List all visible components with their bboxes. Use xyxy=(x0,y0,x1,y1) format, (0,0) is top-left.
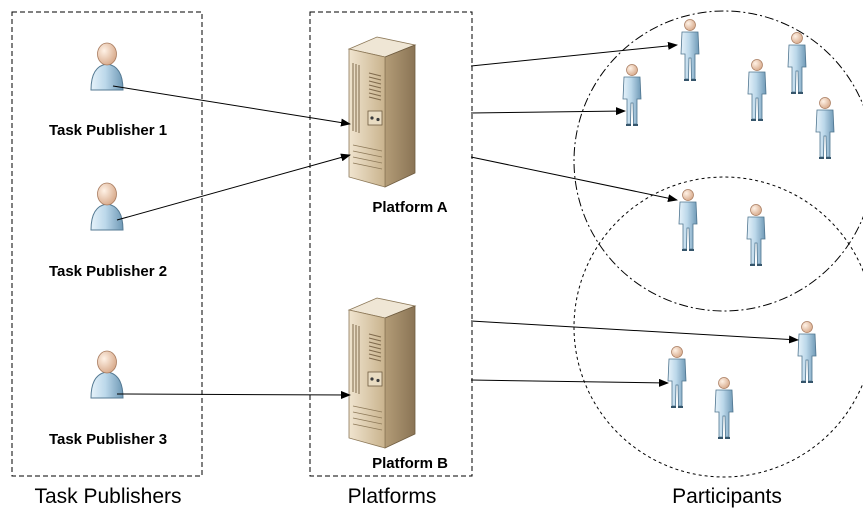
task-publisher-2-icon xyxy=(90,182,124,231)
participants-group-caption: Participants xyxy=(672,485,782,508)
arrow-platform-a-to-participant xyxy=(470,107,626,116)
platform-b-label: Platform B xyxy=(372,455,448,472)
platforms-group-caption: Platforms xyxy=(348,485,437,508)
publishers-group-box xyxy=(11,11,203,477)
publishers-group-caption: Task Publishers xyxy=(34,485,181,508)
task-publisher-2-label: Task Publisher 2 xyxy=(49,263,167,280)
participant-icon xyxy=(680,18,700,81)
platforms-group-box xyxy=(309,11,473,477)
platform-a-label: Platform A xyxy=(372,199,447,216)
task-publisher-1-icon xyxy=(90,42,124,91)
platform-a-server-icon xyxy=(348,36,416,188)
platform-b-server-icon xyxy=(348,297,416,449)
participant-icon xyxy=(622,63,642,126)
participant-icon xyxy=(667,345,687,408)
arrow-platform-a-to-participant xyxy=(470,41,678,67)
participant-icon xyxy=(787,31,807,94)
platform-a-participant-circle xyxy=(573,10,863,312)
arrow-publisher-1-to-platform-a xyxy=(112,85,351,127)
arrow-platform-b-to-participant xyxy=(470,320,799,344)
arrow-platform-a-to-participant xyxy=(470,156,678,203)
participant-icon xyxy=(746,203,766,266)
participant-icon xyxy=(714,376,734,439)
arrow-platform-b-to-participant xyxy=(470,378,669,387)
arrow-publisher-3-to-platform-b xyxy=(116,390,351,399)
task-publisher-3-label: Task Publisher 3 xyxy=(49,431,167,448)
participant-icon xyxy=(797,320,817,383)
arrow-publisher-2-to-platform-a xyxy=(116,153,351,221)
participant-icon xyxy=(815,96,835,159)
task-publisher-3-icon xyxy=(90,350,124,399)
task-publisher-1-label: Task Publisher 1 xyxy=(49,122,167,139)
platform-b-participant-circle xyxy=(573,176,863,478)
participant-icon xyxy=(747,58,767,121)
participant-icon xyxy=(678,188,698,251)
